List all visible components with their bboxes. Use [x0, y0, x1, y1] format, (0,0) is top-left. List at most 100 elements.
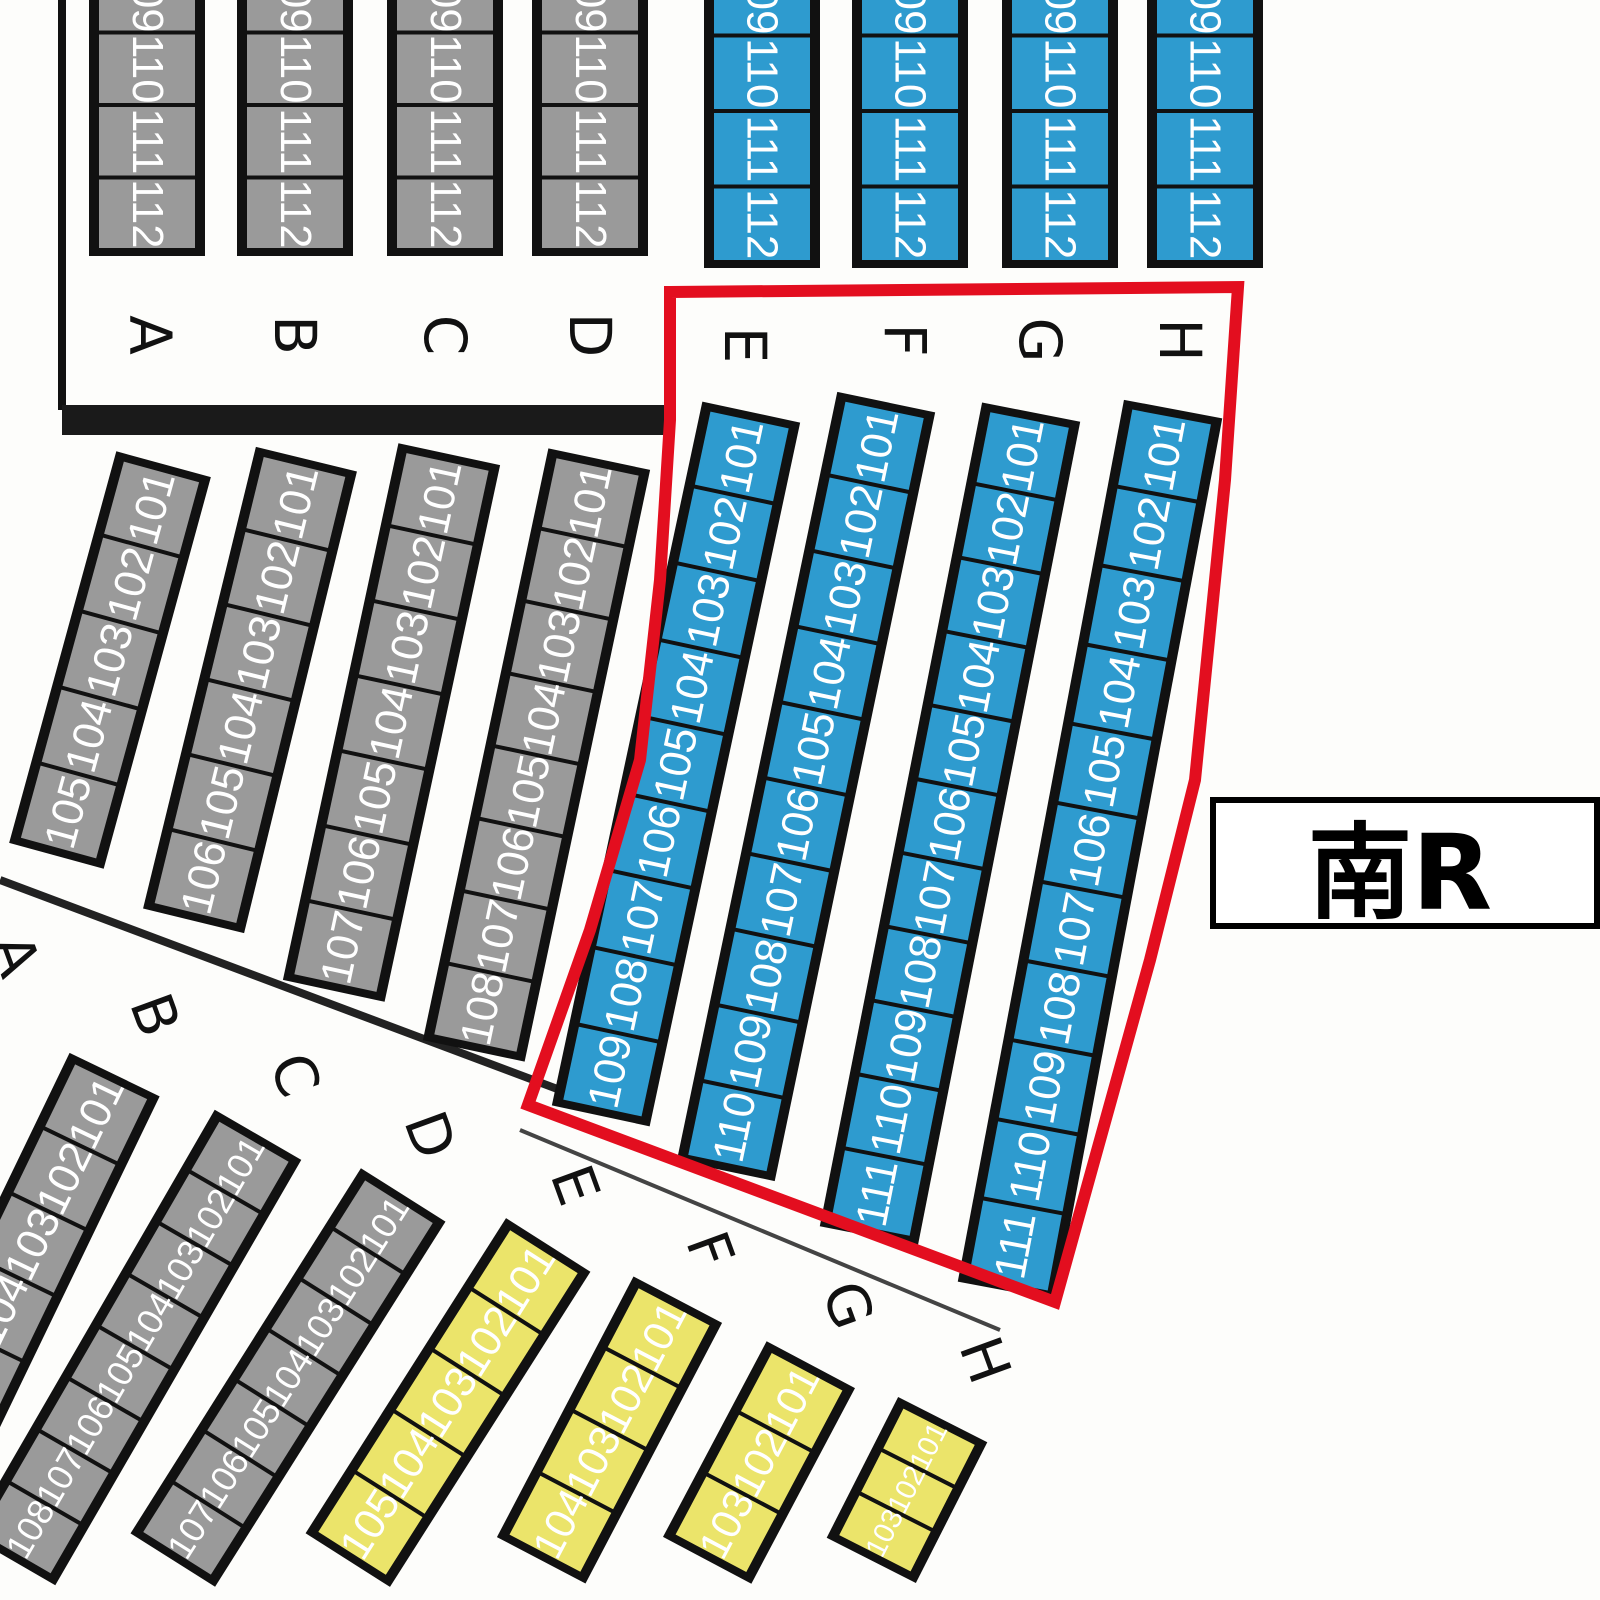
- seat[interactable]: 109: [542, 0, 638, 33]
- seat[interactable]: 112: [397, 179, 493, 248]
- seat[interactable]: 109: [563, 1026, 658, 1117]
- seat[interactable]: 106: [154, 831, 254, 924]
- seat[interactable]: 109: [704, 1007, 798, 1096]
- seat[interactable]: 101: [190, 1120, 289, 1212]
- seat[interactable]: 103: [358, 603, 457, 692]
- seat[interactable]: 102: [526, 529, 624, 618]
- seat[interactable]: 101: [246, 456, 346, 549]
- seat[interactable]: 109: [998, 1042, 1092, 1133]
- seat[interactable]: 104: [645, 642, 740, 732]
- seat[interactable]: 108: [1013, 963, 1107, 1054]
- seat[interactable]: 104: [1073, 646, 1167, 737]
- seat[interactable]: 103: [511, 602, 608, 691]
- seat[interactable]: 111: [247, 107, 343, 176]
- seat[interactable]: 112: [714, 188, 810, 261]
- seat[interactable]: 110: [247, 34, 343, 103]
- seat[interactable]: 111: [99, 107, 195, 176]
- seat[interactable]: 103: [1088, 567, 1182, 658]
- seat[interactable]: 103: [209, 606, 309, 699]
- seat[interactable]: 108: [434, 964, 532, 1053]
- seat[interactable]: 107: [889, 854, 982, 942]
- seat[interactable]: 104: [342, 678, 441, 767]
- seat[interactable]: 109: [99, 0, 195, 33]
- seat[interactable]: 101: [104, 461, 200, 555]
- seat[interactable]: 110: [688, 1083, 782, 1172]
- seat[interactable]: 106: [1043, 805, 1137, 895]
- seat[interactable]: 106: [751, 780, 845, 869]
- seat[interactable]: 110: [99, 34, 195, 103]
- seat[interactable]: 112: [1012, 188, 1108, 261]
- seat[interactable]: 110: [542, 34, 638, 103]
- seat[interactable]: 111: [969, 1200, 1062, 1291]
- seat[interactable]: 102: [228, 531, 327, 624]
- seat[interactable]: 109: [247, 0, 343, 33]
- seat[interactable]: 102: [83, 537, 179, 631]
- seat[interactable]: 104: [783, 628, 877, 718]
- seat[interactable]: 108: [874, 928, 968, 1016]
- seat[interactable]: 105: [629, 719, 723, 809]
- seat[interactable]: 109: [860, 1002, 953, 1090]
- seat[interactable]: 111: [542, 107, 638, 176]
- seat[interactable]: 103: [0, 1194, 85, 1295]
- seat[interactable]: 107: [1028, 884, 1122, 975]
- seat[interactable]: 104: [41, 689, 137, 783]
- seat[interactable]: 105: [206, 1381, 306, 1474]
- seat[interactable]: 101: [830, 401, 924, 490]
- seat[interactable]: 111: [714, 113, 810, 185]
- seat[interactable]: 102: [814, 477, 908, 566]
- seat[interactable]: 112: [1157, 188, 1253, 261]
- seat[interactable]: 112: [862, 188, 958, 261]
- seat[interactable]: 105: [918, 706, 1011, 794]
- seat[interactable]: 105: [173, 756, 272, 849]
- seat[interactable]: 103: [661, 565, 756, 656]
- seat[interactable]: 104: [495, 674, 593, 763]
- seat[interactable]: 107: [735, 855, 829, 945]
- seat[interactable]: 101: [391, 453, 489, 542]
- seat[interactable]: 107: [596, 872, 691, 963]
- seat[interactable]: 109: [862, 0, 958, 34]
- seat[interactable]: 110: [397, 34, 493, 103]
- seat[interactable]: 105: [1058, 725, 1152, 816]
- seat[interactable]: 101: [541, 457, 639, 546]
- seat[interactable]: 108: [579, 949, 674, 1040]
- seat[interactable]: 106: [310, 828, 408, 917]
- seat[interactable]: 101: [976, 411, 1069, 499]
- seat[interactable]: 108: [719, 931, 814, 1020]
- seat[interactable]: 111: [862, 113, 958, 185]
- seat[interactable]: 102: [1103, 488, 1197, 579]
- seat[interactable]: 112: [247, 179, 343, 248]
- seat[interactable]: 110: [714, 37, 810, 110]
- seat[interactable]: 101: [1118, 409, 1211, 500]
- seat[interactable]: 104: [932, 633, 1026, 721]
- seat[interactable]: 109: [397, 0, 493, 33]
- seat[interactable]: 110: [862, 37, 958, 110]
- seat[interactable]: 105: [0, 1325, 21, 1426]
- seat[interactable]: 105: [480, 747, 578, 836]
- seat[interactable]: 110: [983, 1121, 1077, 1212]
- seat[interactable]: 101: [334, 1179, 434, 1272]
- seat[interactable]: 112: [99, 179, 195, 248]
- seat[interactable]: 105: [767, 704, 861, 793]
- seat[interactable]: 110: [1157, 37, 1253, 110]
- seat[interactable]: 103: [798, 553, 893, 642]
- seat[interactable]: 107: [294, 903, 392, 992]
- seat[interactable]: 105: [326, 753, 425, 842]
- seat[interactable]: 109: [714, 0, 810, 34]
- seat[interactable]: 110: [845, 1076, 938, 1162]
- seat[interactable]: 103: [62, 613, 158, 707]
- seat[interactable]: 111: [831, 1150, 924, 1236]
- seat[interactable]: 106: [612, 796, 707, 886]
- seat[interactable]: 103: [947, 559, 1040, 647]
- seat[interactable]: 107: [449, 892, 547, 981]
- seat[interactable]: 102: [962, 485, 1055, 573]
- seat[interactable]: 105: [20, 765, 116, 859]
- seat[interactable]: 112: [542, 179, 638, 248]
- seat[interactable]: 102: [678, 488, 773, 579]
- seat[interactable]: 111: [1157, 113, 1253, 185]
- seat[interactable]: 104: [191, 681, 291, 774]
- seat[interactable]: 101: [694, 411, 789, 502]
- seat[interactable]: 109: [1012, 0, 1108, 34]
- seat[interactable]: 102: [375, 528, 473, 617]
- seat[interactable]: 111: [397, 107, 493, 176]
- seat[interactable]: 110: [1012, 37, 1108, 110]
